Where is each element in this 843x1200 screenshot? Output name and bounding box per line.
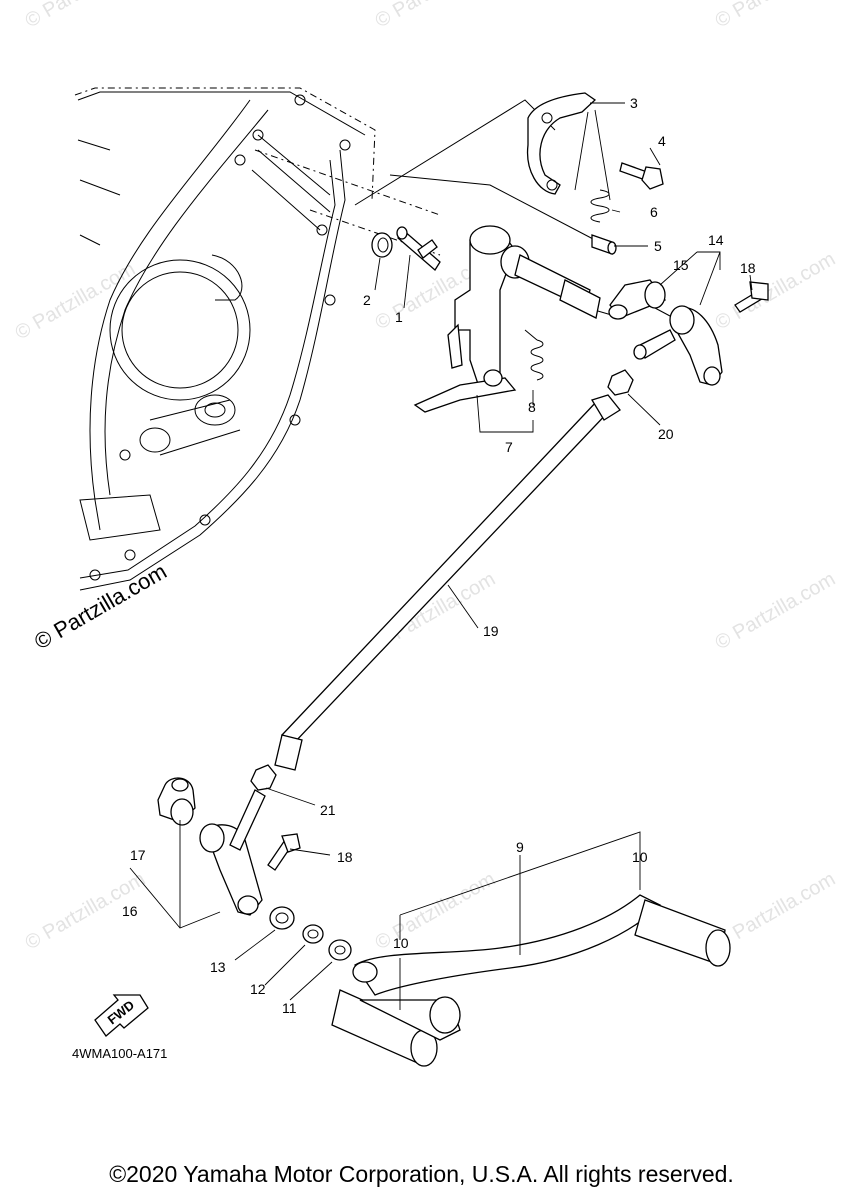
- pedal-rubber-rear: [331, 989, 461, 1067]
- callout-1: 1: [395, 309, 403, 325]
- callout-21: 21: [320, 802, 336, 818]
- callout-10-right: 10: [632, 849, 648, 865]
- callout-17: 17: [130, 847, 146, 863]
- watermark-faint: © Partzilla.com: [712, 0, 840, 32]
- copyright-notice: ©2020 Yamaha Motor Corporation, U.S.A. A…: [109, 1161, 734, 1187]
- locknut-bottom: [250, 764, 277, 791]
- watermark-faint: © Partzilla.com: [12, 258, 140, 344]
- washer: [371, 232, 393, 258]
- callout-19: 19: [483, 623, 499, 639]
- washer-lower: [328, 939, 352, 961]
- bolt-top: [734, 281, 769, 313]
- callout-15: 15: [673, 257, 689, 273]
- circlip: [302, 924, 324, 944]
- callout-18-lower: 18: [337, 849, 353, 865]
- callout-12: 12: [250, 981, 266, 997]
- callout-5: 5: [654, 238, 662, 254]
- watermark-faint: © Partzilla.com: [712, 568, 840, 654]
- bolt-lower: [267, 833, 301, 871]
- callout-2: 2: [363, 292, 371, 308]
- watermark-faint: © Partzilla.com: [372, 868, 500, 954]
- stud-bolt: [396, 226, 441, 271]
- faint-watermarks: © Partzilla.com © Partzilla.com © Partzi…: [12, 0, 840, 954]
- shift-arm-lower: [199, 789, 266, 916]
- callout-10-left: 10: [393, 935, 409, 951]
- watermark-faint: © Partzilla.com: [22, 0, 150, 32]
- callout-16: 16: [122, 903, 138, 919]
- rod-end-joint: [608, 279, 667, 320]
- callout-14: 14: [708, 232, 724, 248]
- callout-18-top: 18: [740, 260, 756, 276]
- return-spring: [524, 329, 544, 381]
- stopper-lever: [526, 92, 597, 195]
- shift-pedal: [352, 894, 662, 996]
- shift-rod: [274, 394, 621, 771]
- callout-20: 20: [658, 426, 674, 442]
- callout-7: 7: [505, 439, 513, 455]
- callout-11: 11: [282, 1000, 297, 1016]
- fwd-arrow-icon: FWD: [94, 994, 149, 1037]
- pedal-rubber-front: [634, 899, 731, 967]
- callout-8: 8: [528, 399, 536, 415]
- rod-end-joint-lower: [157, 777, 196, 826]
- shift-shaft-assembly: [413, 225, 601, 413]
- watermark-main: © Partzilla.com: [30, 559, 171, 655]
- callout-13: 13: [210, 959, 226, 975]
- leader-lines: [129, 102, 753, 1010]
- watermark-faint: © Partzilla.com: [372, 0, 500, 32]
- callout-numbers: 3 4 6 5 14 15 18 2 1 8 7 20 19 21 9 10 1…: [122, 95, 756, 1016]
- spring: [590, 189, 610, 223]
- callout-4: 4: [658, 133, 666, 149]
- pin: [591, 234, 617, 255]
- callout-6: 6: [650, 204, 658, 220]
- bolt: [619, 162, 664, 190]
- watermark-faint: © Partzilla.com: [712, 868, 840, 954]
- callout-9: 9: [516, 839, 524, 855]
- locknut-top: [607, 369, 634, 396]
- callout-3: 3: [630, 95, 638, 111]
- shift-arm-assembly: [633, 305, 723, 386]
- bushing: [269, 906, 295, 930]
- watermark-faint: © Partzilla.com: [712, 248, 840, 334]
- crankcase-outline: [74, 87, 671, 591]
- figure-code: 4WMA100-A171: [72, 1046, 167, 1061]
